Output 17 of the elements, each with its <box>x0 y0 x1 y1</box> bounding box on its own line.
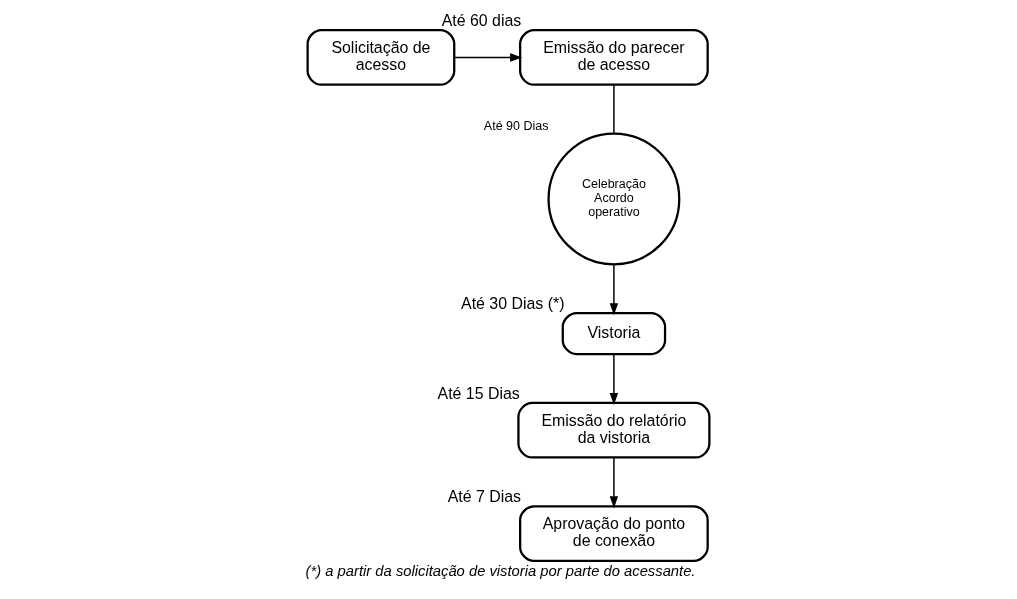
node-label: Até 7 Dias <box>447 488 522 506</box>
arrow <box>609 263 619 316</box>
node-label: Até 15 Dias <box>437 384 520 402</box>
node-label: Até 30 Dias (*) <box>461 294 565 312</box>
caption: (*) a partir da solicitação de vistoria por parte do acessante. <box>305 563 696 580</box>
node-circle: Celebração Acordo operativo <box>547 132 681 266</box>
arrow <box>609 457 619 509</box>
node-box: Emissão do relatório da vistoria <box>517 401 711 459</box>
node-label: Até 60 dias <box>441 11 522 29</box>
node-box: Emissão do parecer de acesso <box>519 29 709 86</box>
node-box: Vistoria <box>561 312 667 356</box>
node-box: Solicitação de acesso <box>306 29 456 86</box>
node-box: Aprovação do ponto de conexão <box>519 505 709 563</box>
connector <box>613 84 615 135</box>
arrow <box>453 53 523 62</box>
node-label: Até 90 Dias <box>483 118 549 133</box>
arrow <box>609 353 619 405</box>
